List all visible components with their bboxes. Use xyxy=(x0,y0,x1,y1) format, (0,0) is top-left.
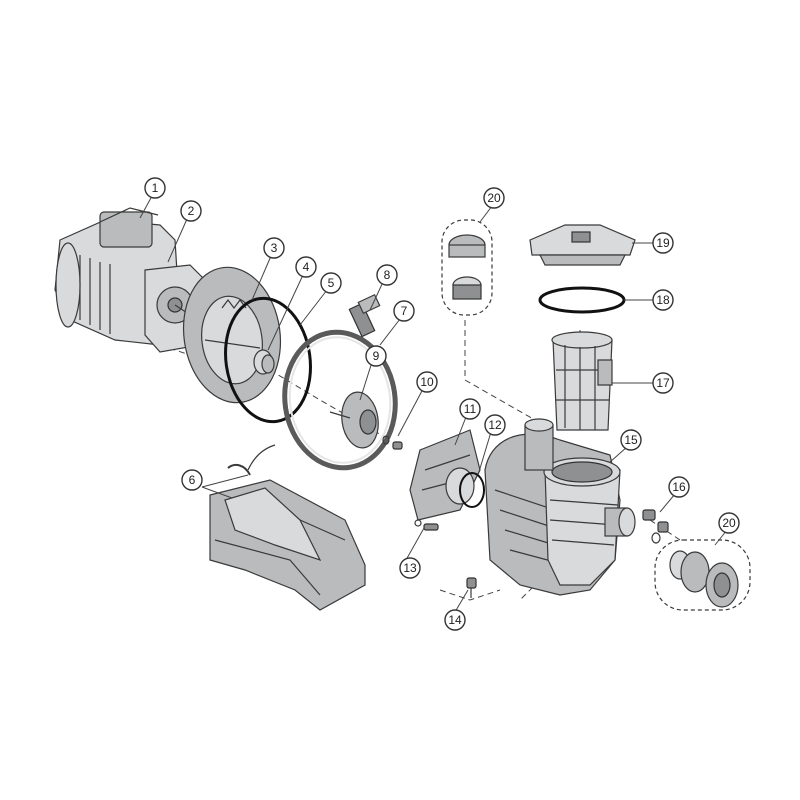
lid-o-ring-part-18 xyxy=(538,286,626,314)
callout-20-right: 20 xyxy=(718,512,740,534)
union-set-part-20-right xyxy=(654,539,751,611)
callout-2-label: 2 xyxy=(188,204,195,218)
callout-15: 15 xyxy=(620,429,642,451)
callout-5-label: 5 xyxy=(328,276,335,290)
callout-1: 1 xyxy=(144,177,166,199)
diffuser-o-ring-part-12 xyxy=(445,467,485,508)
callout-4: 4 xyxy=(295,256,317,278)
callout-6: 6 xyxy=(181,469,203,491)
motor-support-part-6 xyxy=(209,444,366,611)
callout-4-label: 4 xyxy=(303,260,310,274)
callout-6-label: 6 xyxy=(189,473,196,487)
drain-plugs-part-16 xyxy=(642,509,669,544)
callout-2: 2 xyxy=(180,200,202,222)
clamp-knob-part-8 xyxy=(348,293,381,338)
callout-17: 17 xyxy=(652,372,674,394)
callout-7-label: 7 xyxy=(401,304,408,318)
callout-3: 3 xyxy=(263,237,285,259)
callout-11: 11 xyxy=(459,398,481,420)
callout-7: 7 xyxy=(393,300,415,322)
callout-13-label: 13 xyxy=(403,561,417,575)
callout-13: 13 xyxy=(399,557,421,579)
union-set-part-20-top xyxy=(441,219,493,316)
callout-10: 10 xyxy=(416,371,438,393)
impeller-screw-part-10 xyxy=(382,435,403,450)
impeller-part-9 xyxy=(329,391,379,449)
callout-17-label: 17 xyxy=(656,376,670,390)
callout-20-top-label: 20 xyxy=(487,191,501,205)
callout-14: 14 xyxy=(444,609,466,631)
callout-18: 18 xyxy=(652,289,674,311)
diffuser-screw-part-13 xyxy=(414,519,439,531)
mechanical-seal-part-4 xyxy=(253,349,275,375)
callout-9: 9 xyxy=(365,345,387,367)
strainer-lid-part-19 xyxy=(529,224,636,266)
callout-16-label: 16 xyxy=(672,480,686,494)
callout-8-label: 8 xyxy=(384,268,391,282)
callout-8: 8 xyxy=(376,264,398,286)
callout-12-label: 12 xyxy=(488,418,502,432)
callout-14-label: 14 xyxy=(448,613,462,627)
callout-1-label: 1 xyxy=(152,181,159,195)
callout-16: 16 xyxy=(668,476,690,498)
callout-5: 5 xyxy=(320,272,342,294)
callout-11-label: 11 xyxy=(464,402,477,416)
callout-18-label: 18 xyxy=(656,293,670,307)
drain-plug-part-14 xyxy=(466,577,477,598)
callout-15-label: 15 xyxy=(624,433,638,447)
callout-19: 19 xyxy=(652,232,674,254)
callout-12: 12 xyxy=(484,414,506,436)
callout-20-right-label: 20 xyxy=(722,516,736,530)
callout-3-label: 3 xyxy=(271,241,278,255)
callout-9-label: 9 xyxy=(373,349,380,363)
clamp-ring-part-7 xyxy=(282,329,398,471)
callout-20-top: 20 xyxy=(483,187,505,209)
o-ring-part-5 xyxy=(224,296,312,424)
pump-housing-part-15 xyxy=(484,418,636,596)
strainer-basket-part-17 xyxy=(551,331,613,431)
leader-lines xyxy=(139,195,728,613)
callout-19-label: 19 xyxy=(656,236,670,250)
callout-10-label: 10 xyxy=(420,375,434,389)
